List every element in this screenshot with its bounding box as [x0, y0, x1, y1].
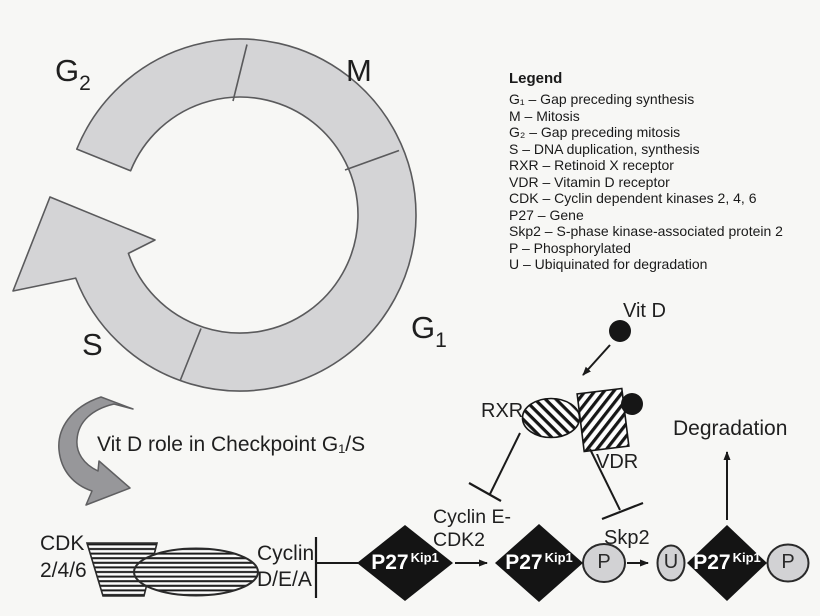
cdk-line2: 2/4/6	[40, 559, 87, 582]
legend-item-p: P – Phosphorylated	[509, 239, 631, 256]
rxr-inhibition-bar	[468, 482, 502, 502]
legend-item-cdk: CDK – Cyclin dependent kinases 2, 4, 6	[509, 190, 757, 206]
skp2-label: Skp2	[604, 527, 650, 549]
cdk-line1: CDK	[40, 532, 85, 555]
vdr-label: VDR	[596, 451, 639, 473]
legend: Legend G₁ – Gap preceding synthesis M – …	[509, 70, 809, 273]
g1-subscript: 1	[435, 329, 447, 352]
legend-item-g2: G₂ – Gap preceding mitosis	[509, 124, 681, 140]
phospho-letter-2: P	[781, 551, 795, 574]
kip1-superscript-3: Kip1	[732, 550, 761, 565]
rxr-ellipse-shape	[521, 397, 581, 439]
vdr-inhibition-bar	[601, 501, 644, 521]
g2-phase-label: G2	[55, 53, 91, 95]
vitd-bound-dot	[621, 393, 643, 415]
g1-text: G	[411, 310, 436, 345]
legend-item-g1: G₁ – Gap preceding synthesis	[509, 91, 695, 107]
cyclin-complex-shape	[133, 547, 259, 597]
p27-text-3: P27	[693, 551, 731, 574]
kip1-superscript-1: Kip1	[410, 550, 439, 565]
cyclin-dea-line1: Cyclin	[257, 542, 315, 565]
cell-cycle-ring	[12, 38, 417, 392]
vdr-inhibition-line	[589, 448, 621, 511]
m-phase-label: M	[346, 53, 372, 88]
degradation-label: Degradation	[673, 417, 788, 440]
checkpoint-caption: Vit D role in Checkpoint G₁/S	[97, 433, 366, 456]
legend-item-rxr: RXR – Retinoid X receptor	[509, 157, 674, 173]
u-circle	[656, 544, 686, 582]
p27-diamond-1	[357, 525, 453, 601]
legend-item-u: U – Ubiquinated for degradation	[509, 256, 708, 272]
phospho-letter-1: P	[597, 551, 611, 574]
checkpoint-curved-arrow	[58, 396, 134, 506]
s-phase-label: S	[82, 327, 103, 362]
vit-d-label: Vit D	[623, 300, 666, 322]
g1-phase-label: G1	[411, 310, 447, 352]
cyclin-e-line2: CDK2	[433, 529, 486, 551]
rxr-label: RXR	[481, 400, 524, 422]
legend-item-m: M – Mitosis	[509, 107, 580, 124]
segment-divider-g1-s	[179, 328, 202, 382]
cell-cycle-ring-shape	[12, 38, 417, 392]
cyclin-e-cdk2-label: Cyclin E-CDK2	[433, 506, 511, 552]
legend-item-s: S – DNA duplication, synthesis	[509, 140, 700, 157]
legend-item-skp2: Skp2 – S-phase kinase-associated protein…	[509, 223, 783, 239]
segment-divider-g2-m	[232, 44, 248, 102]
legend-item-p27: P27 – Gene	[509, 206, 584, 223]
vdr-square-shape	[576, 387, 630, 453]
p27-text-1: P27	[371, 551, 409, 574]
cdk-2-4-6-label: CDK 2/4/6	[40, 530, 87, 584]
p27-text-2: P27	[505, 551, 543, 574]
p27-diamond-3	[687, 525, 767, 601]
kip1-superscript-2: Kip1	[544, 550, 573, 565]
vitd-ligand-dot	[609, 320, 631, 342]
legend-title: Legend	[509, 70, 563, 87]
ubiquitin-letter: U	[663, 551, 679, 574]
legend-item-vdr: VDR – Vitamin D receptor	[509, 173, 670, 190]
rxr-inhibition-line	[489, 432, 521, 495]
cyclin-dea-line2: D/E/A	[257, 568, 312, 591]
g2-text: G	[55, 53, 80, 88]
g2-subscript: 2	[79, 72, 91, 95]
cyclin-e-line1: Cyclin E-	[433, 506, 512, 528]
vitd-binding-arrow	[582, 344, 611, 376]
segment-divider-m-g1	[344, 149, 400, 171]
p27-diamond-2	[495, 524, 583, 602]
p-circle-2	[766, 543, 810, 583]
